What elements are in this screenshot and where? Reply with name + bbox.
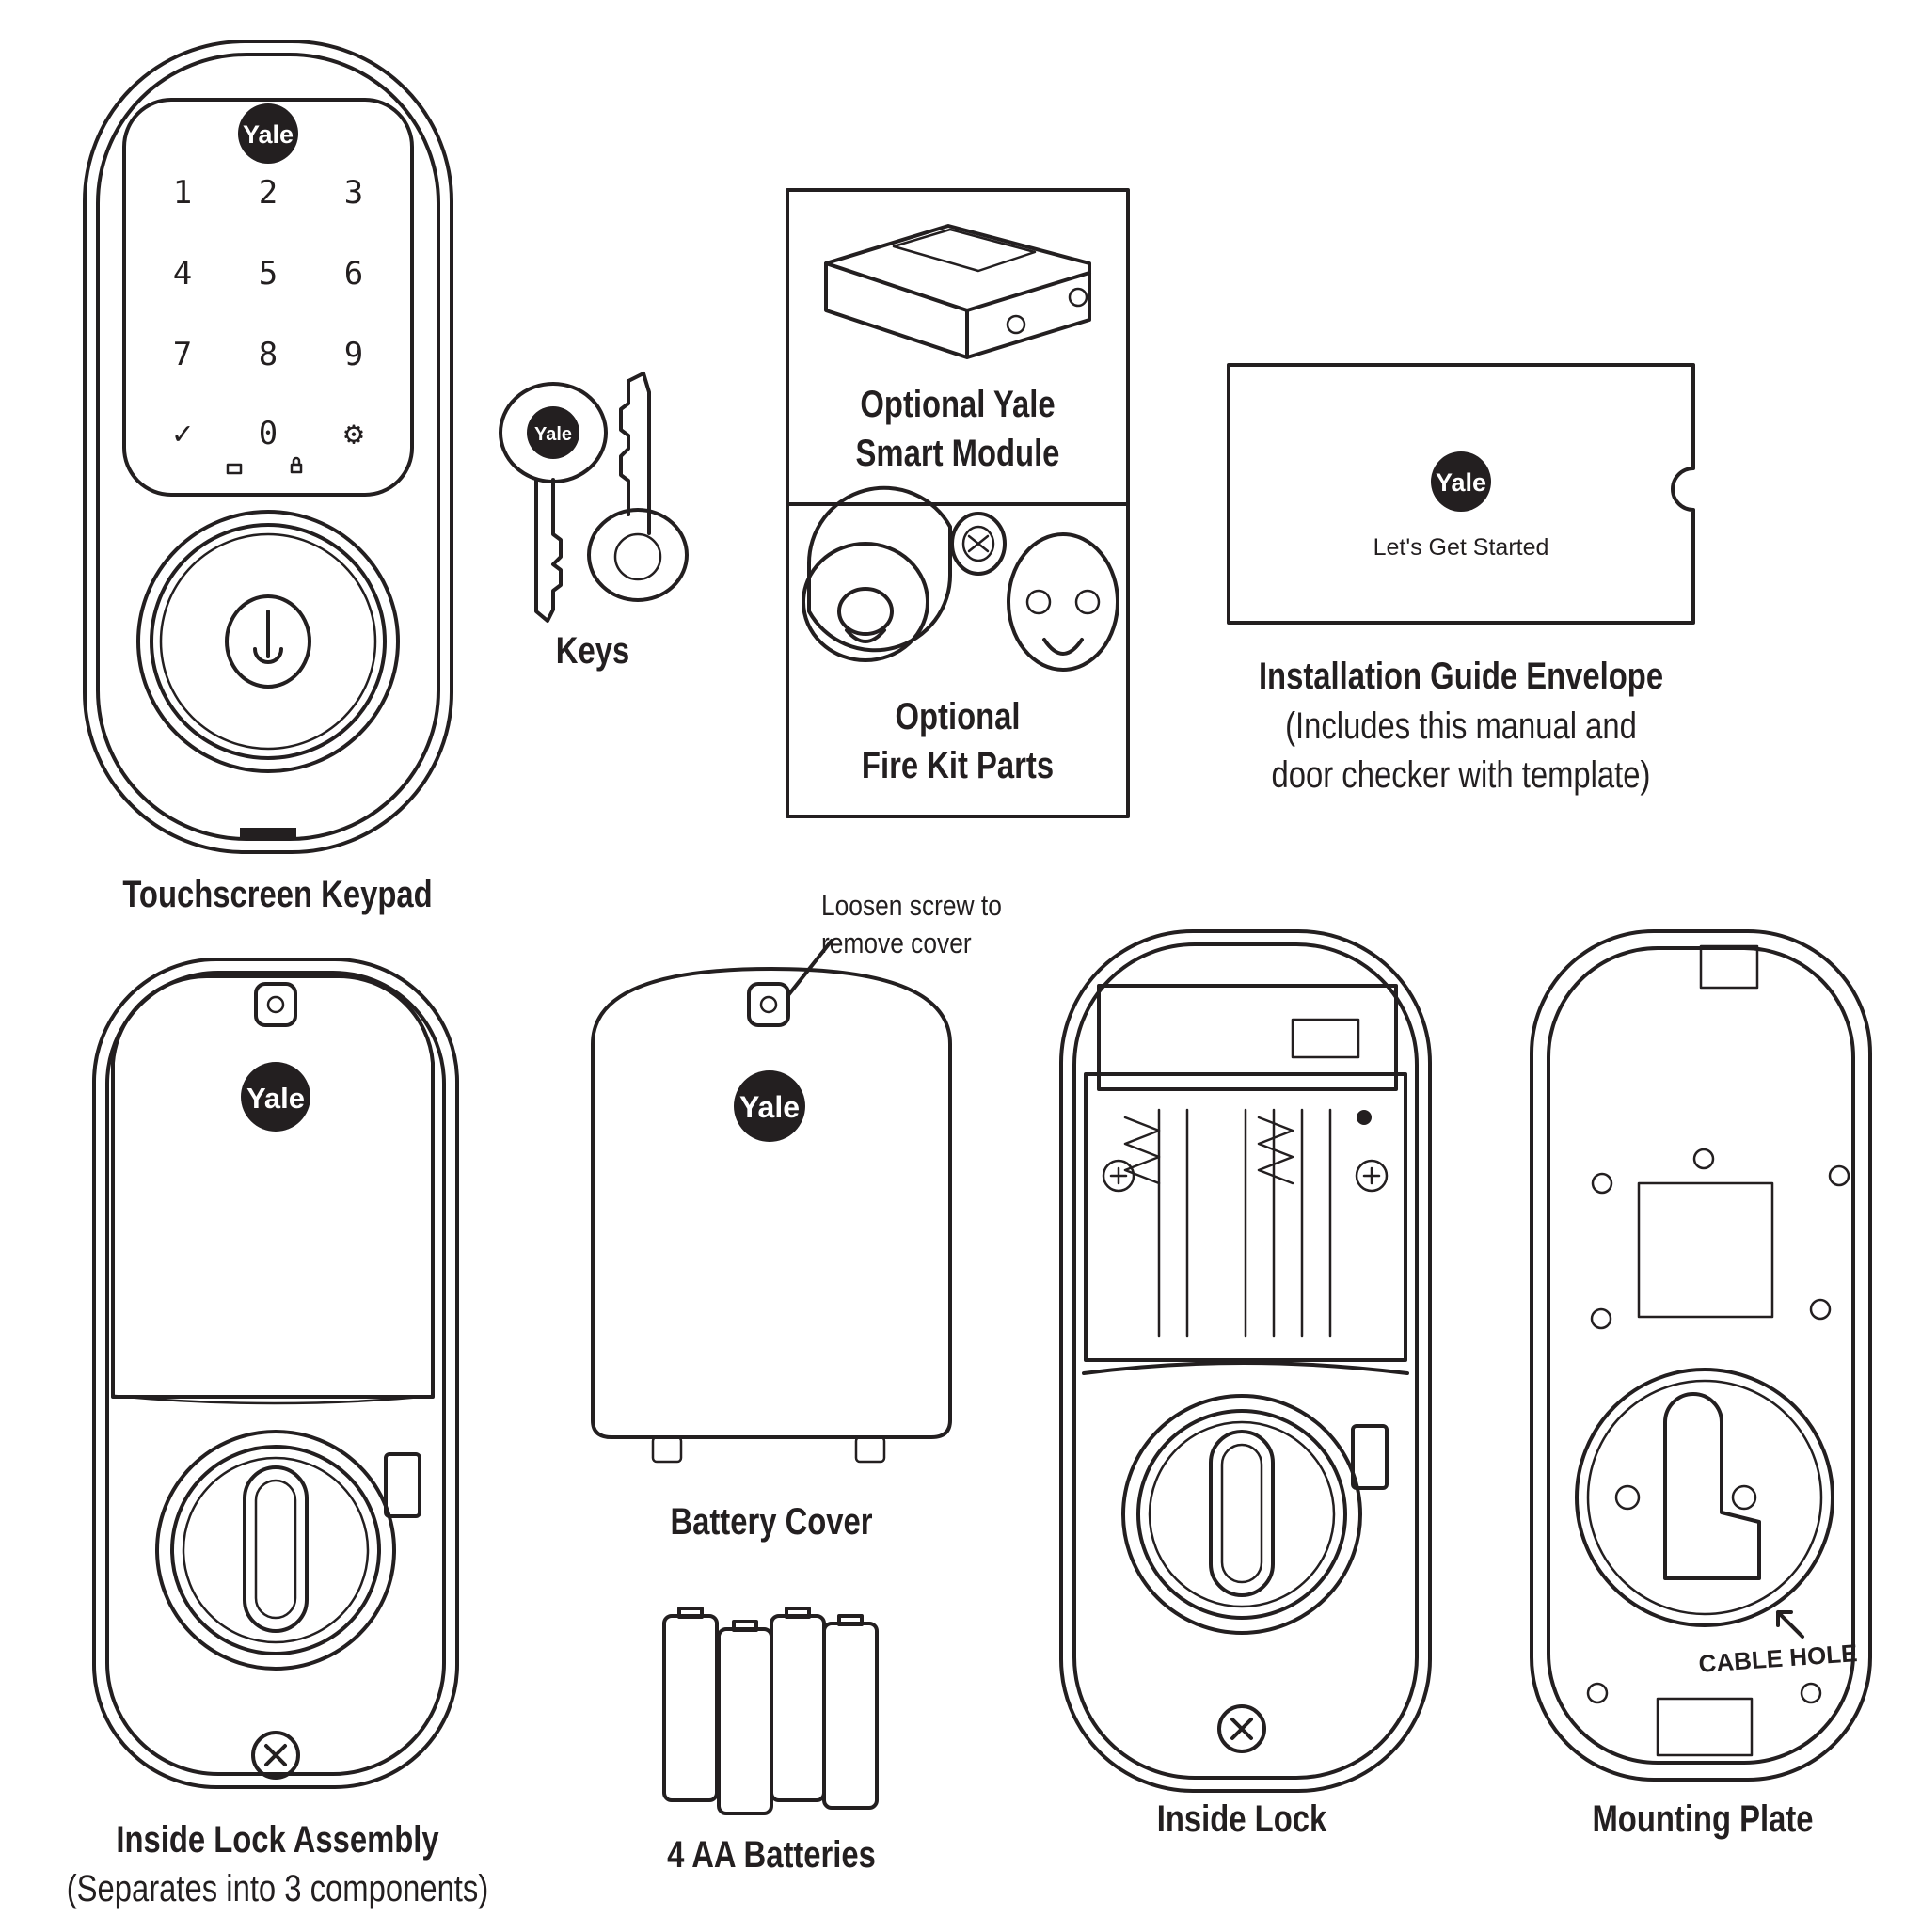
optional-parts-box [786, 188, 1130, 818]
envelope-label: Installation Guide Envelope [1258, 656, 1664, 697]
yale-logo-icon [527, 406, 579, 459]
keys-label: Keys [555, 630, 630, 672]
keypad-key-6[interactable]: 6 [344, 255, 363, 293]
keypad-key-7[interactable]: 7 [173, 336, 192, 373]
keypad-key-8[interactable]: 8 [259, 336, 278, 373]
envelope-sub-line2: door checker with template) [1271, 754, 1651, 796]
yale-logo-icon [1431, 451, 1491, 512]
inside-lock-label: Inside Lock [1156, 1798, 1327, 1840]
svg-text:Yale: Yale [1436, 468, 1486, 497]
inside-lock-assembly-label: Inside Lock Assembly [116, 1819, 439, 1861]
battery-cover-note-line1: Loosen screw to [821, 889, 1002, 922]
smart-module-label-line2: Smart Module [855, 433, 1060, 474]
svg-text:Yale: Yale [534, 424, 572, 445]
battery-icon [226, 463, 243, 475]
keypad-key-4[interactable]: 4 [173, 255, 192, 293]
key-cylinder [225, 594, 311, 689]
touchscreen-keypad-illustration: Yale 1 2 3 4 5 6 7 8 9 ✓ 0 ⚙ [83, 40, 453, 854]
mounting-plate-illustration [1530, 929, 1872, 1782]
svg-text:Yale: Yale [739, 1090, 800, 1124]
fire-kit-label-line2: Fire Kit Parts [861, 745, 1055, 786]
keypad-key-5[interactable]: 5 [259, 255, 278, 293]
keypad-key-2[interactable]: 2 [259, 174, 278, 212]
thumb-turn [243, 1465, 309, 1633]
inside-lock-assembly-illustration: Yale [92, 958, 459, 1789]
yale-logo-icon [734, 1070, 805, 1142]
envelope-sub-line1: (Includes this manual and [1285, 705, 1637, 747]
keypad-key-3[interactable]: 3 [344, 174, 363, 212]
battery-cover-illustration: Yale [591, 939, 952, 1464]
fire-kit-illustration [802, 485, 1119, 672]
mounting-plate-label: Mounting Plate [1592, 1798, 1814, 1840]
inside-lock-assembly-sub: (Separates into 3 components) [66, 1868, 489, 1909]
yale-logo-icon [241, 1062, 310, 1132]
gear-icon[interactable]: ⚙ [344, 415, 363, 452]
touchscreen-keypad-label: Touchscreen Keypad [122, 874, 433, 915]
keypad-key-9[interactable]: 9 [344, 336, 363, 373]
inside-lock-illustration [1059, 929, 1432, 1793]
keys-illustration: Yale [499, 372, 689, 623]
svg-text:Yale: Yale [243, 120, 294, 149]
smart-module-illustration [824, 224, 1091, 359]
keypad-key-0[interactable]: 0 [259, 415, 278, 452]
check-icon[interactable]: ✓ [173, 415, 192, 452]
arrow-icon [1776, 1610, 1804, 1639]
yale-logo-icon [238, 103, 298, 164]
lock-icon [290, 463, 303, 474]
fire-kit-label-line1: Optional [895, 696, 1021, 737]
aa-batteries-illustration [662, 1607, 879, 1815]
keypad-key-1[interactable]: 1 [173, 174, 192, 212]
smart-module-label-line1: Optional Yale [860, 384, 1056, 425]
installation-guide-envelope-illustration: Yale Let's Get Started [1227, 363, 1695, 625]
battery-cover-label: Battery Cover [670, 1501, 873, 1543]
envelope-card-text: Let's Get Started [1373, 534, 1549, 561]
battery-cover-note-line2: remove cover [821, 926, 972, 959]
batteries-label: 4 AA Batteries [667, 1834, 876, 1876]
svg-text:Yale: Yale [246, 1082, 305, 1115]
